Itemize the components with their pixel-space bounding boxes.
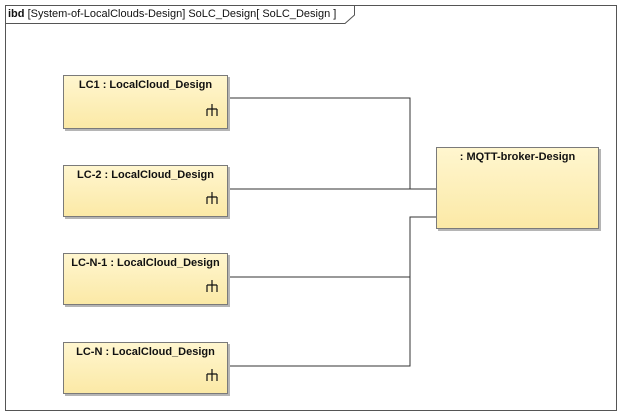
part-lc1[interactable]: LC1 : LocalCloud_Design: [63, 75, 228, 129]
part-lcn1[interactable]: LC-N-1 : LocalCloud_Design: [63, 253, 228, 305]
frame-title-text: [System-of-LocalClouds-Design] SoLC_Desi…: [27, 8, 337, 20]
part-lcn[interactable]: LC-N : LocalCloud_Design: [63, 342, 228, 394]
part-label: LC-2 : LocalCloud_Design: [77, 169, 214, 181]
part-mqtt-broker[interactable]: : MQTT-broker-Design: [436, 147, 599, 229]
decomposition-icon: [206, 280, 218, 292]
connector-lcn1-mqtt[interactable]: [228, 216, 436, 278]
part-label: : MQTT-broker-Design: [459, 151, 576, 163]
decomposition-icon: [206, 192, 218, 204]
decomposition-icon: [206, 369, 218, 381]
part-label: LC-N-1 : LocalCloud_Design: [71, 257, 220, 269]
part-label: LC-N : LocalCloud_Design: [76, 346, 215, 358]
frame-title: ibd [System-of-LocalClouds-Design] SoLC_…: [8, 8, 336, 20]
connector-lc1-mqtt[interactable]: [228, 97, 436, 190]
frame-title-tab: [5, 5, 355, 24]
connector-lcn-mqtt[interactable]: [228, 217, 411, 367]
part-lc2[interactable]: LC-2 : LocalCloud_Design: [63, 165, 228, 217]
decomposition-icon: [206, 104, 218, 116]
frame-kind: ibd: [8, 8, 25, 20]
part-label: LC1 : LocalCloud_Design: [78, 79, 213, 91]
